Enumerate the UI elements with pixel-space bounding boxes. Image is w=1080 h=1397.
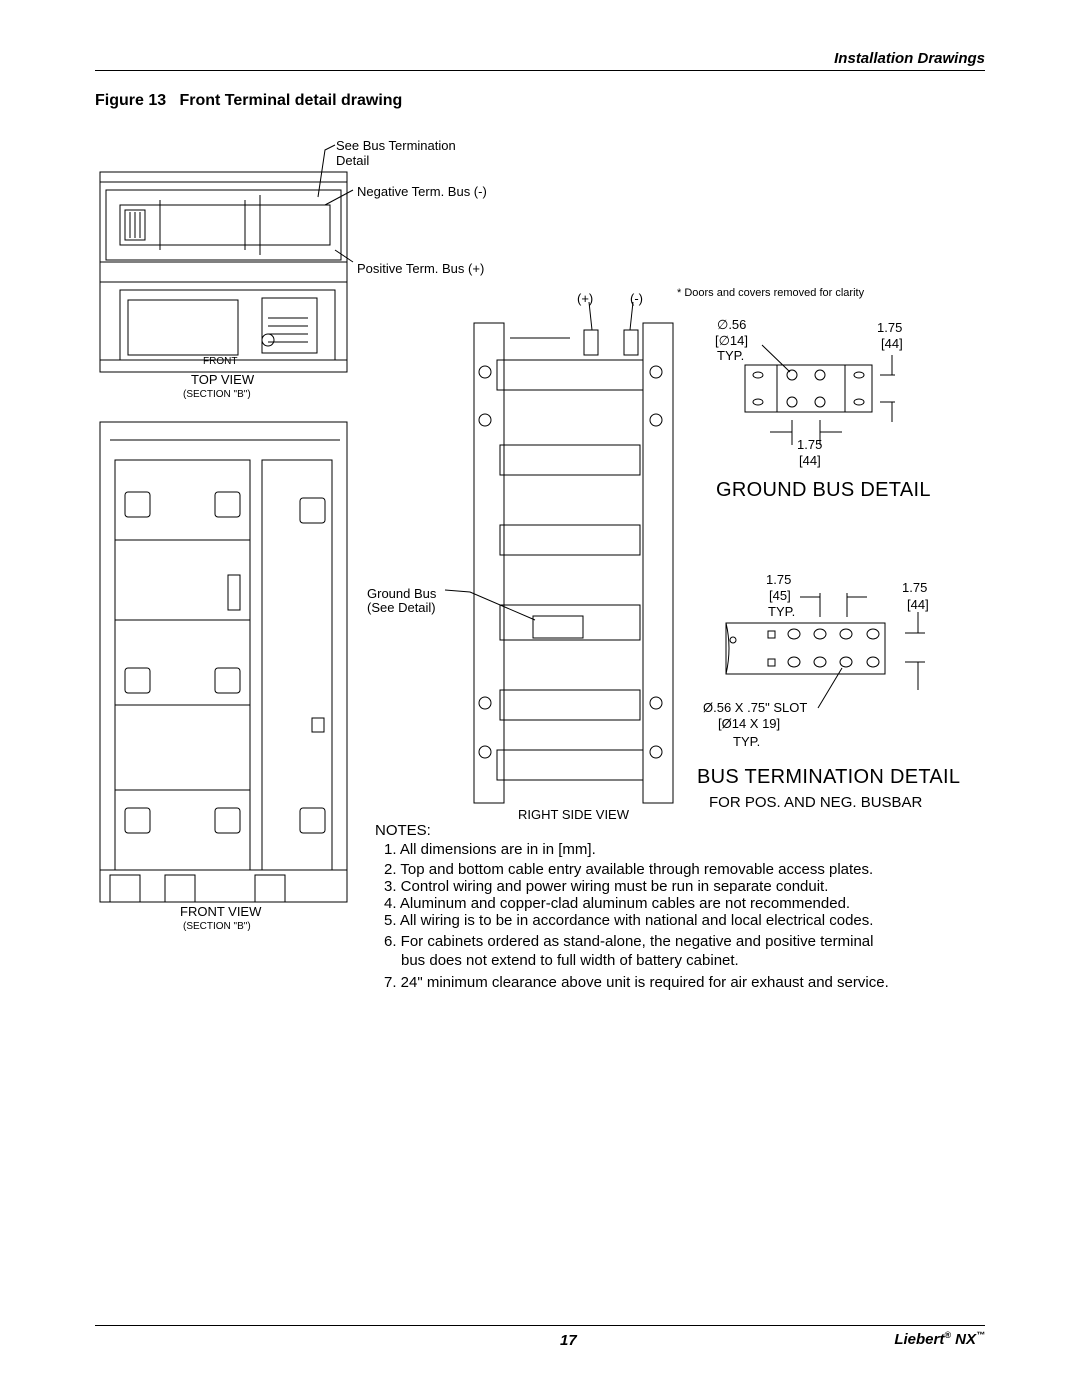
view-right-side-label: RIGHT SIDE VIEW: [518, 807, 629, 822]
ground-v-mm: [44]: [799, 453, 821, 468]
callout-positive-bus: Positive Term. Bus (+): [357, 261, 485, 276]
note-item: 2. Top and bottom cable entry available …: [384, 861, 874, 878]
bus-b-mm: [44]: [907, 597, 929, 612]
callout-see-detail: (See Detail): [367, 600, 436, 615]
bus-a-mm: [45]: [769, 588, 791, 603]
callout-see-bus-termination: See Bus Termination: [336, 138, 456, 153]
leader-negative-bus: [324, 189, 354, 206]
callout-negative-bus: Negative Term. Bus (-): [357, 184, 487, 199]
note-item: 1. All dimensions are in in [mm].: [384, 841, 596, 858]
note-item: 3. Control wiring and power wiring must …: [384, 878, 829, 895]
view-front-label: FRONT VIEW: [180, 904, 262, 919]
callout-detail: Detail: [336, 153, 370, 168]
brand-registered: ®: [944, 1330, 951, 1340]
header-rule: [95, 70, 985, 71]
note-item: bus does not extend to full width of bat…: [401, 952, 739, 969]
bus-slot-mm: [Ø14 X 19]: [718, 716, 781, 731]
brand-trademark: ™: [976, 1330, 985, 1340]
view-front-section: (SECTION "B"): [183, 921, 251, 932]
callout-ground-bus: Ground Bus: [367, 586, 437, 601]
note-item: 6. For cabinets ordered as stand-alone, …: [384, 933, 874, 950]
note-item: 5. All wiring is to be in accordance wit…: [384, 912, 874, 929]
callout-minus: (-): [630, 291, 643, 306]
view-top-section: (SECTION "B"): [183, 389, 251, 400]
figure-caption: Front Terminal detail drawing: [179, 92, 403, 109]
bus-termination-detail-drawing: [725, 593, 925, 709]
right-side-view-drawing: [473, 322, 674, 804]
brand-name: Liebert: [894, 1331, 945, 1348]
bus-b-in: 1.75: [902, 580, 928, 595]
footer-brand: Liebert® NX™: [894, 1330, 985, 1348]
bus-slot: Ø.56 X .75" SLOT: [703, 700, 808, 715]
ground-dia-mm: [∅14]: [715, 333, 749, 348]
front-view-drawing: [99, 421, 348, 903]
bus-slot-typ: TYP.: [733, 734, 761, 749]
figure-number: Figure 13: [95, 92, 167, 109]
page-number: 17: [560, 1332, 577, 1349]
callout-doors-note: * Doors and covers removed for clarity: [677, 287, 865, 299]
ground-bus-detail-title: GROUND BUS DETAIL: [716, 479, 931, 501]
notes-heading: NOTES:: [375, 822, 431, 839]
section-header: Installation Drawings: [834, 50, 985, 67]
ground-v-in: 1.75: [797, 437, 823, 452]
top-view-drawing: [99, 171, 348, 373]
ground-bus-detail-drawing: [744, 344, 895, 445]
view-top-label: TOP VIEW: [191, 372, 255, 387]
leader-positive-bus: [334, 249, 354, 263]
ground-dia: ∅.56: [717, 317, 747, 332]
bus-termination-detail-title: BUS TERMINATION DETAIL: [697, 766, 961, 788]
leader-bus-termination: [317, 144, 336, 198]
ground-typ: TYP.: [717, 348, 745, 363]
leader-ground-bus: [444, 589, 536, 621]
figure-title: Figure 13 Front Terminal detail drawing: [95, 92, 402, 110]
bus-a-typ: TYP.: [768, 604, 796, 619]
ground-h-in: 1.75: [877, 320, 903, 335]
bus-a-in: 1.75: [766, 572, 792, 587]
view-front-small: FRONT: [203, 356, 238, 367]
note-item: 4. Aluminum and copper-clad aluminum cab…: [384, 895, 851, 912]
callout-plus: (+): [577, 291, 594, 306]
bus-termination-detail-subtitle: FOR POS. AND NEG. BUSBAR: [709, 794, 923, 811]
brand-model: NX: [955, 1331, 976, 1348]
footer-rule: [95, 1325, 985, 1326]
ground-h-mm: [44]: [881, 336, 903, 351]
note-item: 7. 24" minimum clearance above unit is r…: [384, 974, 889, 991]
